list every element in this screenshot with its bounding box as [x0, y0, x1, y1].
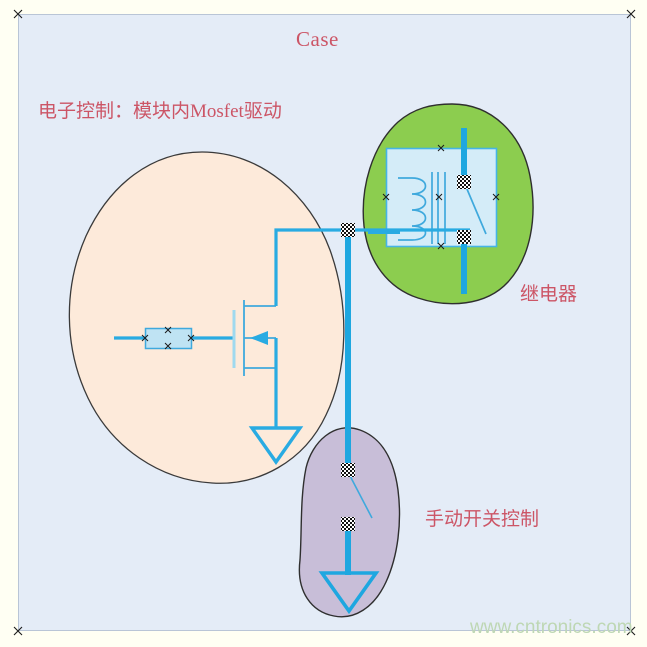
sheet-corner-handles[interactable] [13, 9, 636, 636]
drain-rail [274, 228, 470, 293]
module-ground-icon [248, 426, 304, 465]
manual-switch-arm[interactable] [347, 471, 373, 519]
mosfet-body-arrow [250, 331, 268, 345]
selection-handles [141, 144, 500, 350]
switch-ground-icon [318, 571, 380, 615]
label-relay: 继电器 [520, 284, 578, 305]
relay-switch-arm[interactable] [463, 181, 487, 235]
label-manual-switch-control: 手动开关控制 [425, 509, 540, 530]
relay-box [385, 147, 498, 248]
node-markers [341, 175, 471, 531]
site-watermark: www.cntronics.com [470, 617, 633, 638]
page-title: Case [296, 27, 339, 51]
label-electronic-control: 电子控制：模块内Mosfet驱动 [38, 101, 282, 122]
